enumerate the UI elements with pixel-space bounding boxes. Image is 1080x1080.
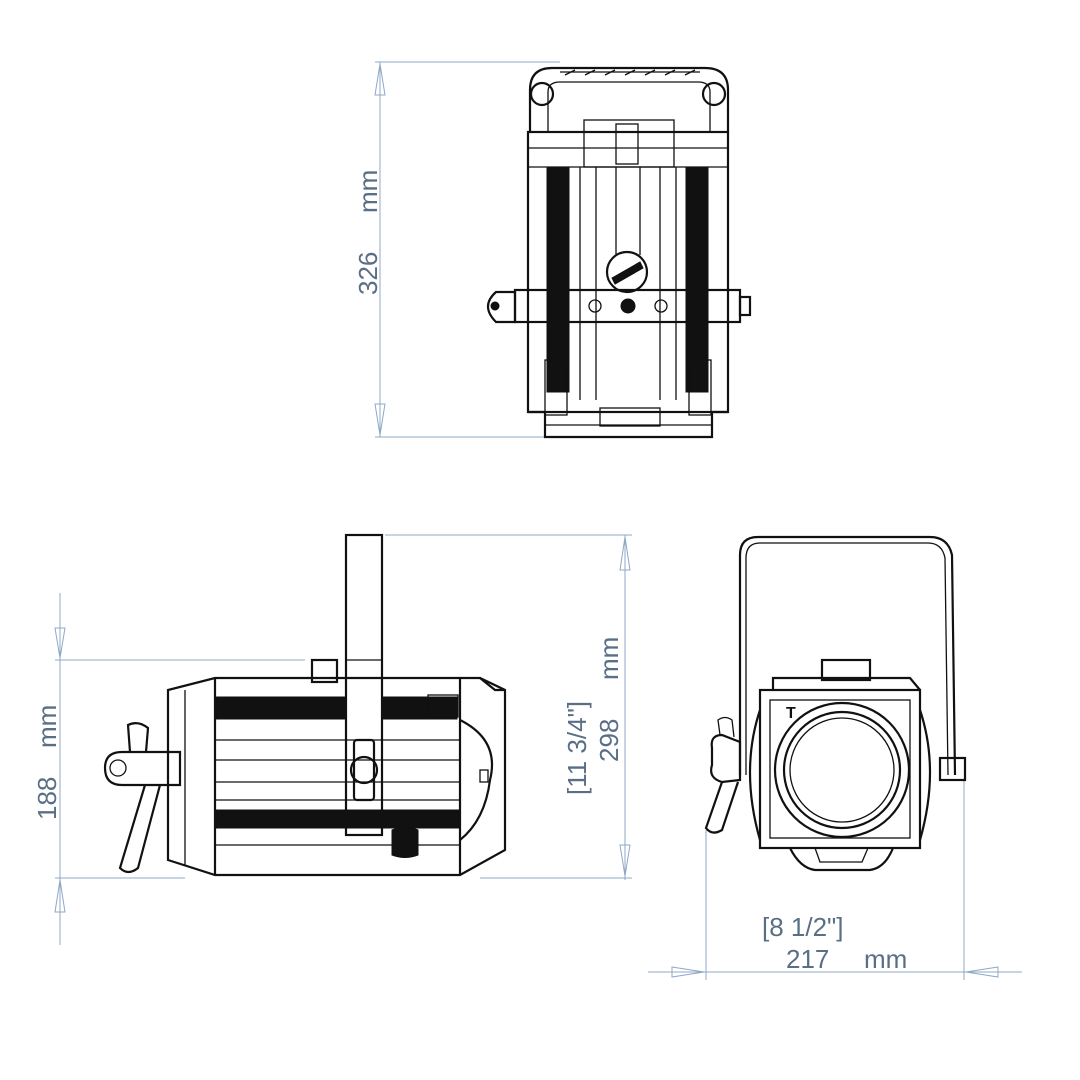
front-width-value: 217 xyxy=(786,944,829,974)
top-dimension-unit: mm xyxy=(353,170,383,213)
top-body xyxy=(526,119,730,414)
front-width-unit: mm xyxy=(864,944,907,974)
front-yoke xyxy=(738,535,957,776)
top-view-dimension: 326 mm xyxy=(353,61,560,438)
side-length-unit: mm xyxy=(594,637,624,680)
side-tilt-knob xyxy=(349,738,379,802)
front-width-dimension: [8 1/2"] 217 mm xyxy=(648,780,1022,980)
top-yoke-bar xyxy=(486,288,752,324)
front-housing xyxy=(748,658,967,872)
side-lever xyxy=(103,721,182,874)
top-base xyxy=(528,359,728,439)
top-dimension-value: 326 xyxy=(353,252,383,295)
side-height-dimension: 188 mm xyxy=(32,593,305,945)
top-handle xyxy=(528,66,730,132)
side-height-value: 188 xyxy=(32,777,62,820)
side-yoke-arm xyxy=(344,533,384,837)
side-length-dimension: 298 mm [11 3/4"] xyxy=(385,534,632,880)
side-view: 188 mm 298 mm [11 3/4"] xyxy=(32,533,632,945)
side-body xyxy=(166,658,507,877)
front-marker-label: T xyxy=(786,705,796,722)
side-length-imperial: [11 3/4"] xyxy=(562,701,592,795)
front-view: [8 1/2"] 217 mm T xyxy=(648,535,1022,980)
side-length-value: 298 xyxy=(594,719,624,762)
side-height-unit: mm xyxy=(32,705,62,748)
front-lens xyxy=(773,701,911,839)
front-width-imperial: [8 1/2"] xyxy=(762,912,844,942)
front-lever xyxy=(704,716,742,834)
top-view: 326 mm xyxy=(353,61,752,439)
